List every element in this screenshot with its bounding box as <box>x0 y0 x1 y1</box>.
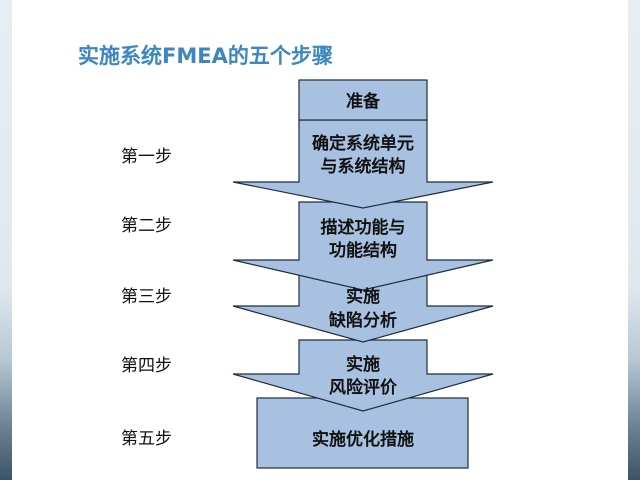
box1-line1: 确定系统单元 <box>312 133 414 154</box>
prep-text: 准备 <box>346 91 381 112</box>
flow-arrow-4 <box>232 339 494 412</box>
step-label-3: 第三步 <box>121 287 172 307</box>
box2-line1: 描述功能与 <box>321 217 406 238</box>
flow-arrow-1 <box>232 119 494 209</box>
left-background-strip <box>0 0 12 480</box>
right-background-strip <box>628 0 640 480</box>
step-label-1: 第一步 <box>121 147 172 167</box>
box4-line1: 实施 <box>346 354 380 375</box>
box3-line2: 缺陷分析 <box>329 310 397 331</box>
box3-line1: 实施 <box>346 286 380 307</box>
flow-arrow-2 <box>232 201 494 291</box>
flow-arrow-3 <box>232 271 494 343</box>
step-label-5: 第五步 <box>121 429 172 449</box>
slide-title: 实施系统FMEA的五个步骤 <box>78 44 333 68</box>
box1-line2: 与系统结构 <box>321 156 406 177</box>
box4-line2: 风险评价 <box>329 377 398 398</box>
box5-text: 实施优化措施 <box>312 429 414 450</box>
step-label-4: 第四步 <box>121 356 172 376</box>
step-label-2: 第二步 <box>121 216 172 236</box>
box2-line2: 功能结构 <box>329 240 397 261</box>
flow-prep-box <box>298 79 428 121</box>
